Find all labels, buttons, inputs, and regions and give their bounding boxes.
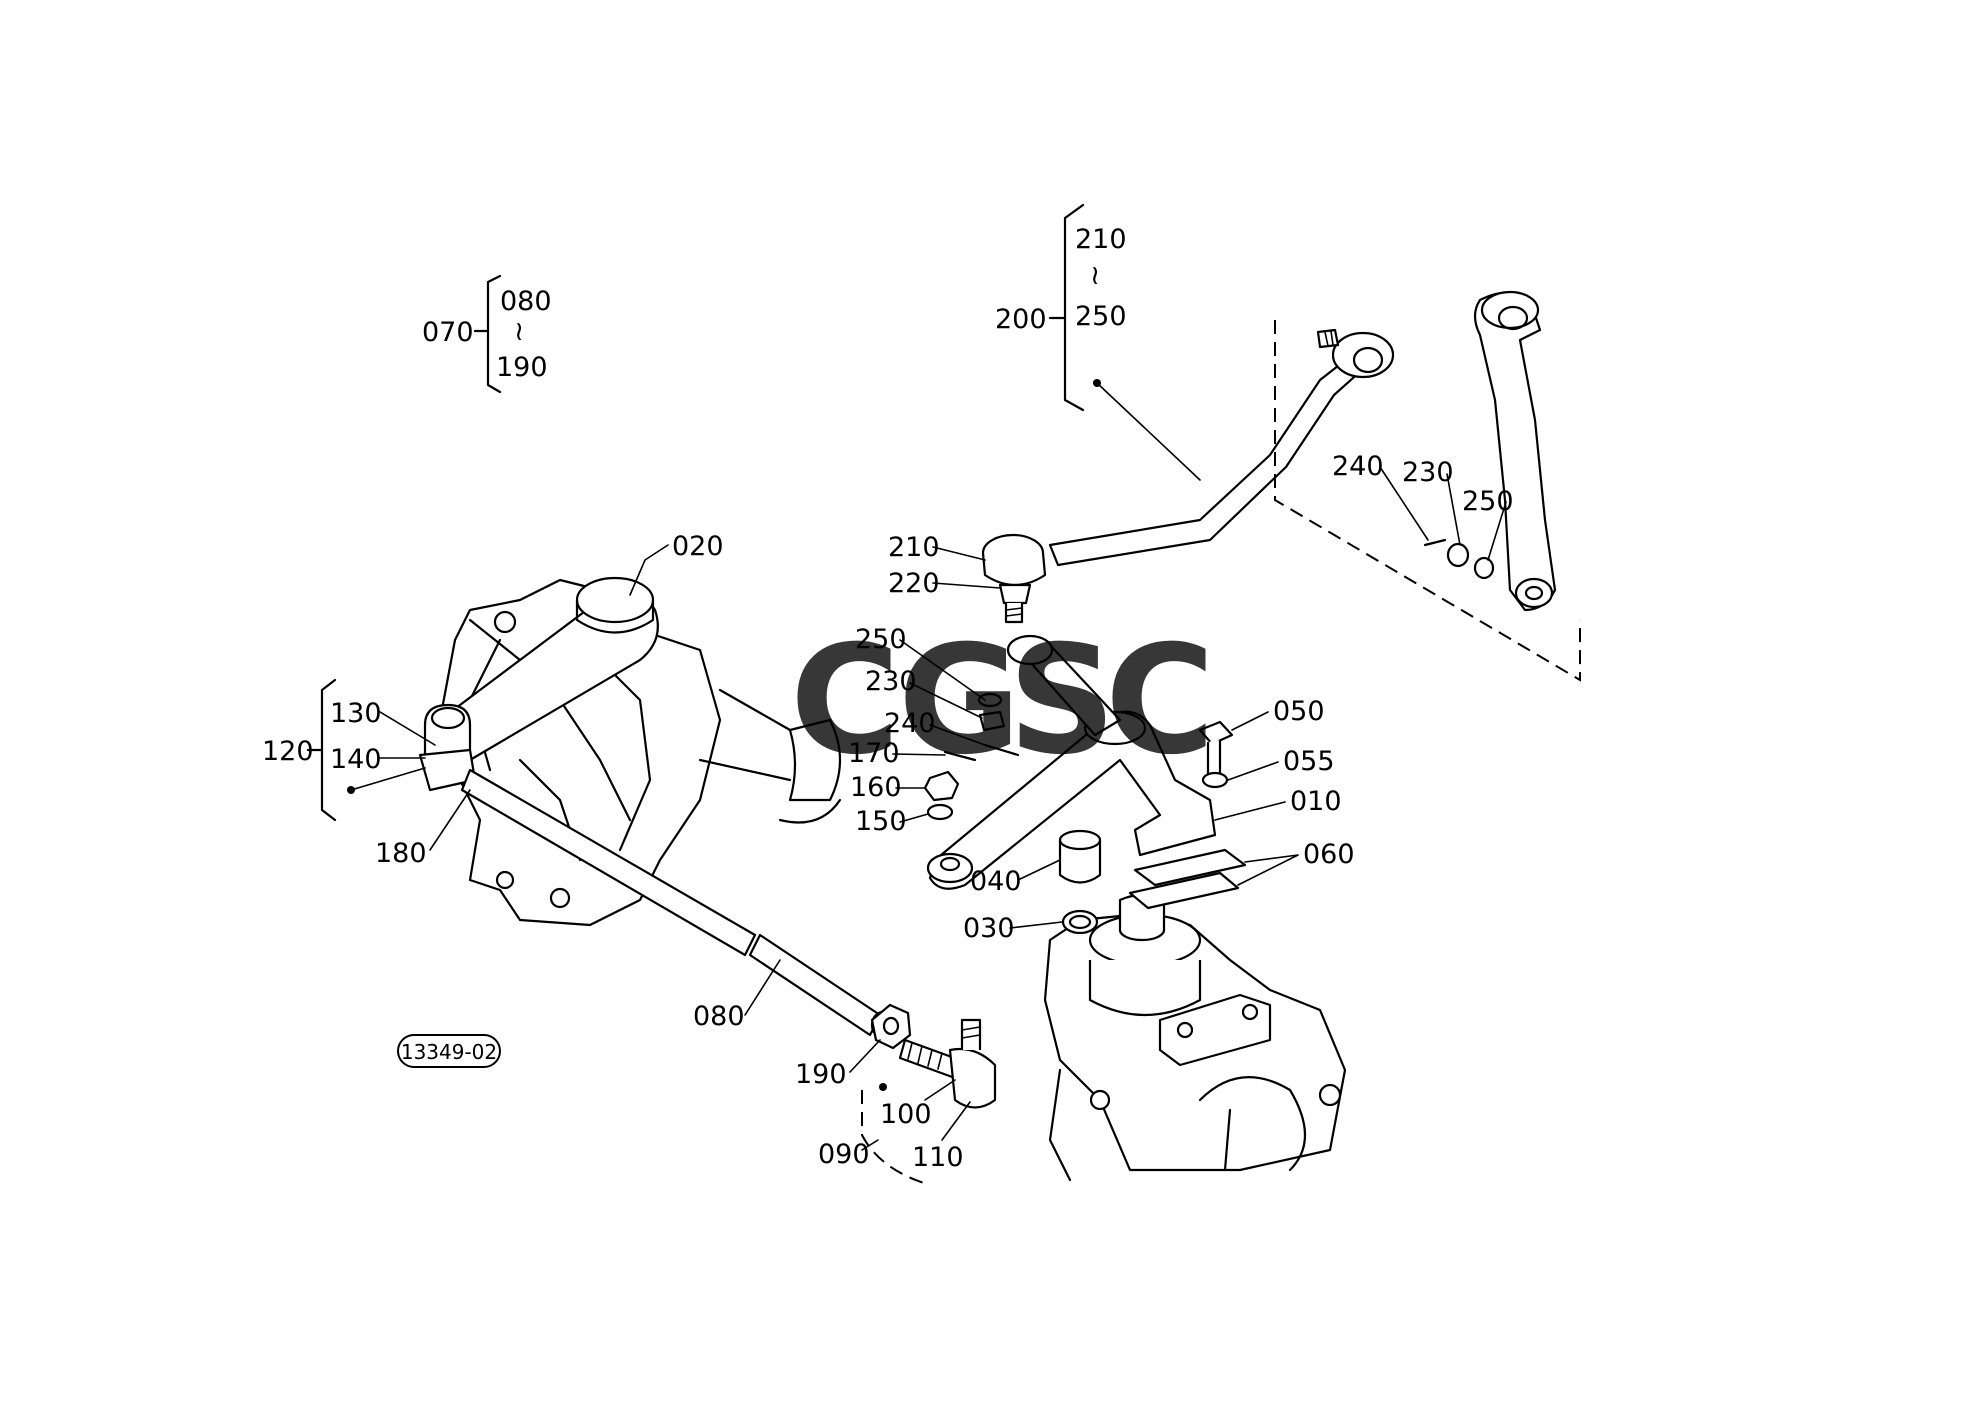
part-callouts: 020 180 080 190 100 090 110 210 220 250 …: [375, 451, 1514, 1173]
watermark-letter-1: C: [790, 614, 900, 788]
bracket-group-120: 120 130 140: [262, 678, 436, 822]
diagram-code: 13349-02: [401, 1040, 497, 1064]
label-110: 110: [912, 1142, 964, 1173]
label-250: 250: [855, 624, 907, 655]
label-240: 240: [884, 708, 936, 739]
label-055: 055: [1283, 746, 1335, 777]
label-170: 170: [848, 738, 900, 769]
label-020: 020: [672, 531, 724, 562]
group-120-label: 120: [262, 736, 314, 767]
group-200-sep: ≀: [1090, 260, 1100, 291]
steering-linkage-drawing: [418, 290, 1581, 1182]
group-070-sep: ≀: [514, 316, 524, 347]
group-200-to: 250: [1075, 301, 1127, 332]
label-250-right: 250: [1462, 486, 1514, 517]
group-070-to: 190: [496, 352, 548, 383]
group-070-label: 070: [422, 317, 474, 348]
watermark-logo: C G S C: [790, 614, 1215, 788]
label-230: 230: [865, 666, 917, 697]
bracket-group-200: 200 210 ≀ 250: [995, 203, 1201, 481]
diagram-code-badge: 13349-02: [397, 1034, 501, 1068]
bracket-group-090: [861, 1083, 931, 1186]
label-060: 060: [1303, 839, 1355, 870]
watermark-letter-3: S: [1008, 614, 1116, 788]
label-240-right: 240: [1332, 451, 1384, 482]
label-230-right: 230: [1402, 457, 1454, 488]
group-200-label: 200: [995, 304, 1047, 335]
bracket-group-070: 070 080 ≀ 190: [422, 274, 552, 394]
label-010: 010: [1290, 786, 1342, 817]
label-150: 150: [855, 806, 907, 837]
label-220: 220: [888, 568, 940, 599]
group-070-from: 080: [500, 286, 552, 317]
watermark-letter-4: C: [1105, 614, 1215, 788]
group-120-item-1: 130: [330, 698, 382, 729]
watermark-letter-2: G: [898, 614, 1021, 788]
group-200-from: 210: [1075, 224, 1127, 255]
label-190: 190: [795, 1059, 847, 1090]
label-030: 030: [963, 913, 1015, 944]
label-080: 080: [693, 1001, 745, 1032]
label-100: 100: [880, 1099, 932, 1130]
label-160: 160: [850, 772, 902, 803]
label-090: 090: [818, 1139, 870, 1170]
label-210: 210: [888, 532, 940, 563]
group-120-item-2: 140: [330, 744, 382, 775]
label-050: 050: [1273, 696, 1325, 727]
label-040: 040: [970, 866, 1022, 897]
label-180: 180: [375, 838, 427, 869]
